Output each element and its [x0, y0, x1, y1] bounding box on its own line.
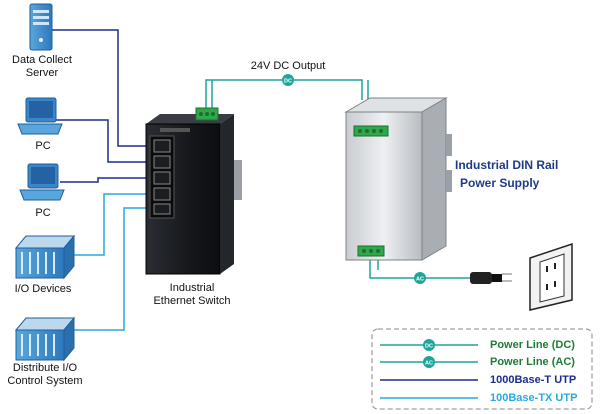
power-supply-subtitle: Power Supply — [460, 176, 540, 190]
label-ethernet-switch: Industrial Ethernet Switch — [153, 282, 231, 307]
power-supply-title: Industrial DIN Rail — [455, 158, 559, 172]
label-pc-2: PC — [35, 207, 51, 219]
cable-pc1 — [55, 119, 156, 163]
label-24v-dc-output: 24V DC Output — [250, 60, 326, 72]
legend-dc-badge-text: DC — [425, 344, 433, 350]
label-io-devices: I/O Devices — [14, 283, 72, 295]
pc-icon-1 — [17, 97, 63, 135]
server-icon — [29, 3, 53, 51]
dc-badge — [282, 74, 294, 86]
legend-ac-badge — [423, 356, 435, 368]
ac-badge-text: AC — [416, 277, 424, 283]
ethernet-switch-icon — [145, 107, 242, 275]
legend-label-dc: Power Line (DC) — [490, 339, 575, 351]
din-rail-power-supply-icon — [344, 97, 452, 261]
wall-outlet-icon — [529, 242, 573, 311]
cable-pc2 — [60, 177, 156, 183]
label-data-collect-server: Data Collect Server — [12, 54, 72, 79]
ac-power-line — [369, 260, 470, 279]
distribute-io-icon — [14, 316, 76, 362]
cables-100base-tx — [72, 193, 156, 331]
ac-badge — [414, 272, 426, 284]
power-plug-icon — [470, 272, 512, 284]
dc-badge-text: DC — [284, 79, 292, 85]
pc-icon-2 — [19, 163, 65, 201]
cables-1000base-t — [52, 29, 156, 183]
legend-dc-badge — [423, 339, 435, 351]
legend-label-100base-tx: 100Base-TX UTP — [490, 392, 578, 404]
io-devices-icon — [14, 234, 76, 280]
legend-label-ac: Power Line (AC) — [490, 356, 575, 368]
legend-ac-badge-text: AC — [425, 361, 433, 367]
cable-io-devices — [72, 193, 156, 256]
legend-label-1000base-t: 1000Base-T UTP — [490, 374, 577, 386]
cable-distribute-io — [72, 207, 156, 331]
legend-box — [371, 328, 593, 410]
label-distribute-io: Distribute I/O Control System — [7, 362, 83, 387]
cable-server — [52, 29, 156, 147]
label-pc-1: PC — [35, 140, 51, 152]
